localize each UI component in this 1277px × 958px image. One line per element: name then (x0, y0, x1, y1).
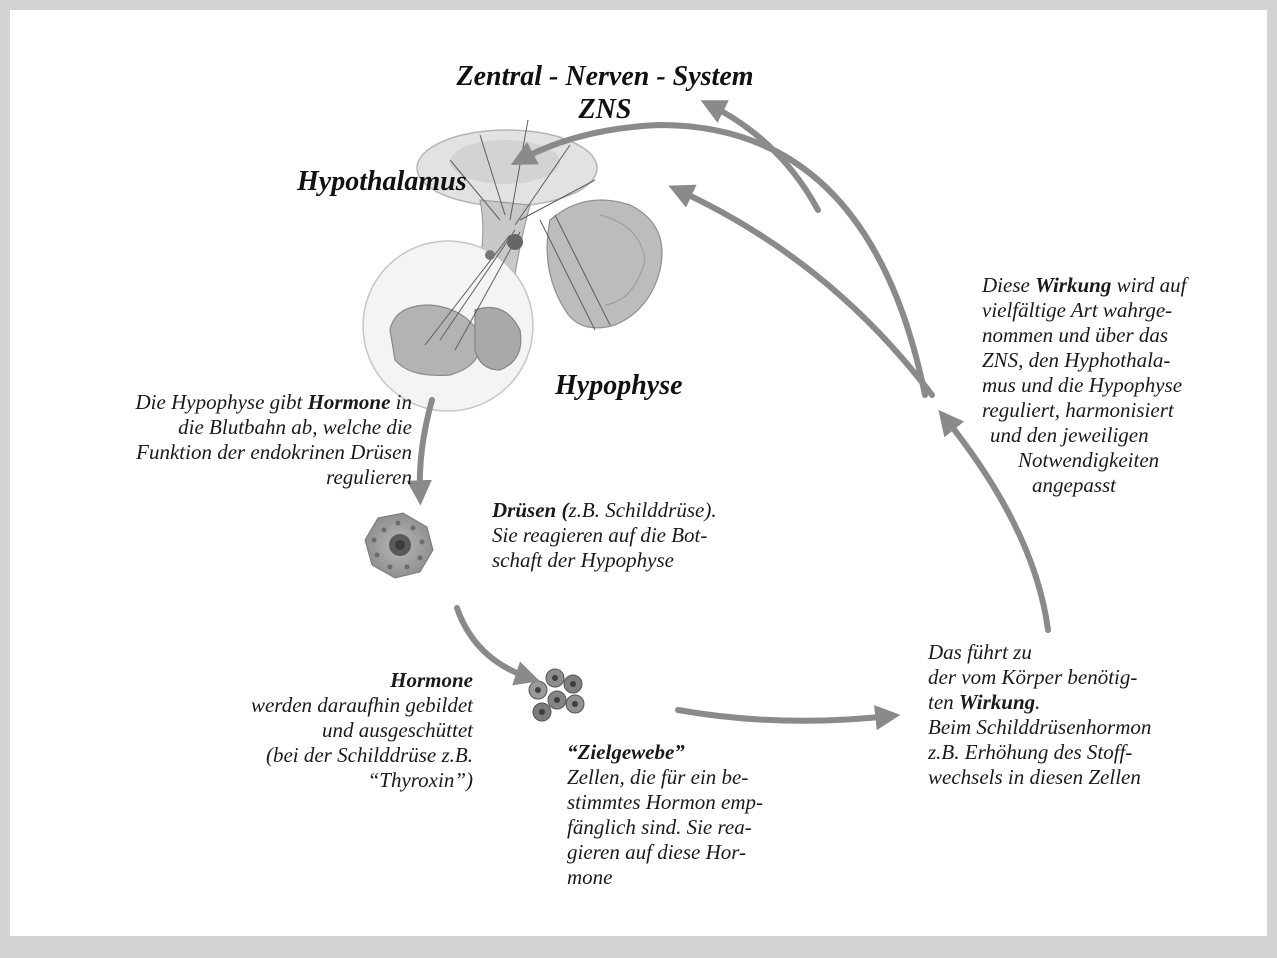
hormone-text-l2: werden daraufhin gebildet (140, 693, 473, 718)
druesen-text-l3: schaft der Hypophyse (492, 548, 717, 573)
hypophyse-text-l2: die Blutbahn ab, welche die (40, 415, 412, 440)
zielgewebe-text-l5: gieren auf diese Hor- (567, 840, 763, 865)
hypothalamus-label: Hypothalamus (297, 166, 467, 198)
zns-title-line1: Zentral - Nerven - System (430, 60, 780, 93)
hypophyse-text-l1a: Die Hypophyse gibt (136, 390, 308, 414)
hypophyse-description: Die Hypophyse gibt Hormone in die Blutba… (40, 390, 412, 490)
wirkung-text-l6: wechsels in diesen Zellen (928, 765, 1151, 790)
feedback-description: Diese Wirkung wird auf vielfältige Art w… (982, 273, 1186, 498)
wirkung-text-l3a: ten (928, 690, 959, 714)
wirkung-text-l4: Beim Schilddrüsenhormon (928, 715, 1151, 740)
zielgewebe-description: “Zielgewebe” Zellen, die für ein be- sti… (567, 740, 763, 890)
arrow-hormone-to-wirkung (678, 710, 890, 721)
zns-title-line2: ZNS (430, 93, 780, 126)
feedback-text-l5: mus und die Hypophyse (982, 373, 1186, 398)
druesen-text-l2: Sie reagieren auf die Bot- (492, 523, 717, 548)
zielgewebe-text-l3: stimmtes Hormon emp- (567, 790, 763, 815)
zns-title: Zentral - Nerven - System ZNS (430, 60, 780, 126)
hypothalamus-hypophyse-illustration (363, 120, 662, 411)
hormone-text-l4: (bei der Schilddrüse z.B. (140, 743, 473, 768)
zielgewebe-text-l6: mone (567, 865, 763, 890)
feedback-text-l1c: wird auf (1111, 273, 1186, 297)
feedback-text-l8: Notwendigkeiten (982, 448, 1186, 473)
hypophyse-text-l1c: in (390, 390, 412, 414)
hypophyse-text-hormone-bold: Hormone (308, 390, 391, 414)
hormone-text-bold: Hormone (390, 668, 473, 692)
wirkung-text-bold: Wirkung (959, 690, 1035, 714)
feedback-text-l3: nommen und über das (982, 323, 1186, 348)
wirkung-text-l1: Das führt zu (928, 640, 1151, 665)
feedback-text-l7: und den jeweiligen (982, 423, 1186, 448)
zielgewebe-text-l2: Zellen, die für ein be- (567, 765, 763, 790)
feedback-text-l6: reguliert, harmonisiert (982, 398, 1186, 423)
hormone-description: Hormone werden daraufhin gebildet und au… (140, 668, 473, 793)
feedback-text-l4: ZNS, den Hyphothala- (982, 348, 1186, 373)
druesen-description: Drüsen (z.B. Schilddrüse). Sie reagieren… (492, 498, 717, 573)
wirkung-description: Das führt zu der vom Körper benötig- ten… (928, 640, 1151, 790)
zielgewebe-text-l4: fänglich sind. Sie rea- (567, 815, 763, 840)
wirkung-text-l2: der vom Körper benötig- (928, 665, 1151, 690)
feedback-text-l2: vielfältige Art wahrge- (982, 298, 1186, 323)
arrow-hypophyse-to-druese (420, 400, 432, 495)
gland-illustration (365, 513, 433, 578)
hypophyse-label: Hypophyse (555, 370, 683, 402)
wirkung-text-l5: z.B. Erhöhung des Stoff- (928, 740, 1151, 765)
hormone-text-l3: und ausgeschüttet (140, 718, 473, 743)
feedback-text-bold: Wirkung (1035, 273, 1111, 297)
hormone-text-l5: “Thyroxin”) (140, 768, 473, 793)
target-cells-illustration (529, 669, 584, 721)
hypophyse-text-l4: regulieren (40, 465, 412, 490)
feedback-text-l9: angepasst (982, 473, 1186, 498)
wirkung-text-l3c: . (1035, 690, 1040, 714)
zielgewebe-text-bold: “Zielgewebe” (567, 740, 685, 764)
druesen-text-bold: Drüsen ( (492, 498, 568, 522)
feedback-text-l1a: Diese (982, 273, 1035, 297)
druesen-text-l1b: z.B. Schilddrüse). (568, 498, 716, 522)
hypophyse-text-l3: Funktion der endokrinen Drüsen (40, 440, 412, 465)
diagram-canvas: Zentral - Nerven - System ZNS Hypothalam… (10, 10, 1267, 936)
